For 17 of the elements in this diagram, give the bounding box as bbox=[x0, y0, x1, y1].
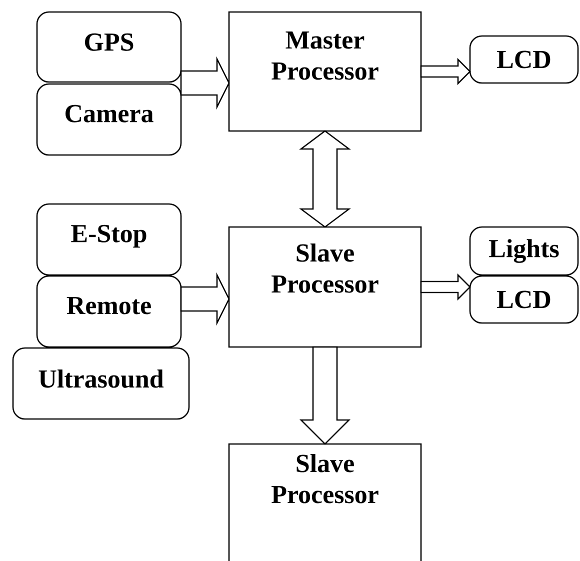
rounded-box: LCD bbox=[469, 275, 579, 324]
block-arrow bbox=[299, 130, 351, 228]
rounded-box: Remote bbox=[36, 275, 182, 348]
block-arrow bbox=[420, 58, 471, 86]
rounded-box: LCD bbox=[469, 35, 579, 84]
block-arrow bbox=[180, 272, 230, 326]
block-arrow bbox=[299, 346, 351, 445]
rounded-box: GPS bbox=[36, 11, 182, 83]
block-arrow bbox=[420, 273, 471, 301]
processor-box: Slave Processor bbox=[228, 226, 422, 348]
rounded-box: E-Stop bbox=[36, 203, 182, 276]
rounded-box: Camera bbox=[36, 83, 182, 156]
rounded-box: Ultrasound bbox=[12, 347, 190, 420]
block-arrow bbox=[180, 56, 230, 110]
processor-box: Slave Processor bbox=[228, 443, 422, 561]
processor-box: Master Processor bbox=[228, 11, 422, 132]
rounded-box: Lights bbox=[469, 226, 579, 276]
